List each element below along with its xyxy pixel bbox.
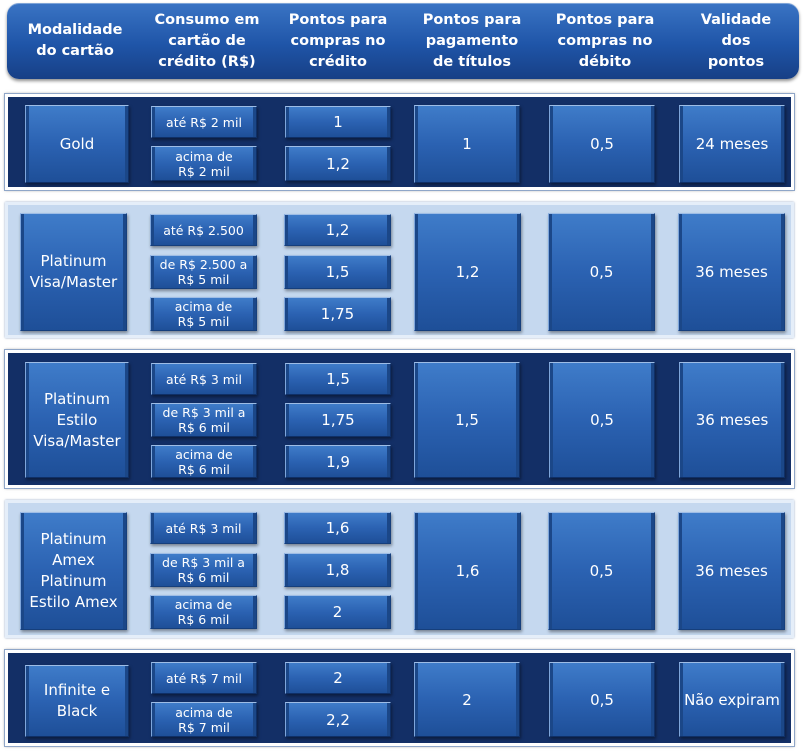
header-pontos-debito: Pontos para compras no débito <box>555 11 655 70</box>
pontos-debito-cell: 0,5 <box>549 105 655 183</box>
modalidade-cell: Platinum Visa/Master <box>20 213 127 331</box>
pontos-credito-cell: 1,75 <box>284 297 391 331</box>
pontos-credito-cell: 1,6 <box>284 512 391 544</box>
pontos-credito-cell: 1,9 <box>285 445 391 478</box>
pontos-credito-cell: 1,75 <box>285 403 391 437</box>
row-platinum-amex: Platinum Amex Platinum Estilo Amex até R… <box>5 500 794 638</box>
header-pontos-credito: Pontos para compras no crédito <box>288 11 388 70</box>
consumo-cell: de R$ 3 mil a R$ 6 mil <box>151 403 257 437</box>
consumo-cell: acima de R$ 6 mil <box>150 595 257 629</box>
validade-cell: 36 meses <box>678 512 785 630</box>
header-pontos-titulos: Pontos para pagamento de títulos <box>422 11 522 70</box>
consumo-cell: até R$ 2 mil <box>151 106 257 138</box>
pontos-titulos-cell: 1 <box>414 105 520 183</box>
pontos-titulos-cell: 1,2 <box>414 213 521 331</box>
consumo-cell: até R$ 3 mil <box>151 363 257 395</box>
consumo-cell: acima de R$ 2 mil <box>151 146 257 181</box>
consumo-cell: até R$ 3 mil <box>150 512 257 544</box>
pontos-credito-cell: 2 <box>285 662 391 694</box>
pontos-credito-cell: 1,5 <box>284 255 391 289</box>
consumo-cell: acima de R$ 5 mil <box>150 297 257 331</box>
validade-cell: 36 meses <box>679 362 785 478</box>
pontos-credito-cell: 1,2 <box>284 214 391 246</box>
header-modalidade: Modalidade do cartão <box>27 22 123 59</box>
pontos-credito-cell: 1,2 <box>285 146 391 181</box>
modalidade-cell: Gold <box>25 105 129 183</box>
row-platinum-estilo-visa-master: Platinum Estilo Visa/Master até R$ 3 mil… <box>4 349 795 489</box>
modalidade-cell: Platinum Estilo Visa/Master <box>25 362 129 478</box>
consumo-cell: de R$ 2.500 a R$ 5 mil <box>150 255 257 289</box>
pontos-debito-cell: 0,5 <box>549 662 655 737</box>
row-gold: Gold até R$ 2 mil acima de R$ 2 mil 1 1,… <box>4 93 795 191</box>
pontos-credito-cell: 2 <box>284 595 391 629</box>
header-consumo: Consumo em cartão de crédito (R$) <box>154 11 260 70</box>
validade-cell: Não expiram <box>679 662 785 737</box>
pontos-credito-cell: 1,5 <box>285 363 391 395</box>
consumo-cell: até R$ 2.500 <box>150 214 257 246</box>
consumo-cell: acima de R$ 7 mil <box>151 702 257 737</box>
pontos-credito-cell: 1,8 <box>284 553 391 587</box>
validade-cell: 24 meses <box>679 105 785 183</box>
pontos-titulos-cell: 2 <box>414 662 520 737</box>
table-header: Modalidade do cartão Consumo em cartão d… <box>7 3 799 79</box>
modalidade-cell: Platinum Amex Platinum Estilo Amex <box>20 512 127 630</box>
consumo-cell: até R$ 7 mil <box>151 662 257 694</box>
validade-cell: 36 meses <box>678 213 785 331</box>
pontos-credito-cell: 1 <box>285 106 391 138</box>
pontos-titulos-cell: 1,5 <box>414 362 520 478</box>
pontos-debito-cell: 0,5 <box>548 512 655 630</box>
row-platinum-visa-master: Platinum Visa/Master até R$ 2.500 de R$ … <box>5 202 794 338</box>
modalidade-cell: Infinite e Black <box>25 665 129 737</box>
pontos-credito-cell: 2,2 <box>285 702 391 737</box>
consumo-cell: acima de R$ 6 mil <box>151 445 257 478</box>
pontos-titulos-cell: 1,6 <box>414 512 521 630</box>
pontos-debito-cell: 0,5 <box>548 213 655 331</box>
row-infinite-black: Infinite e Black até R$ 7 mil acima de R… <box>4 649 795 747</box>
header-validade: Validade dos pontos <box>700 11 772 70</box>
pontos-debito-cell: 0,5 <box>549 362 655 478</box>
consumo-cell: de R$ 3 mil a R$ 6 mil <box>150 553 257 587</box>
